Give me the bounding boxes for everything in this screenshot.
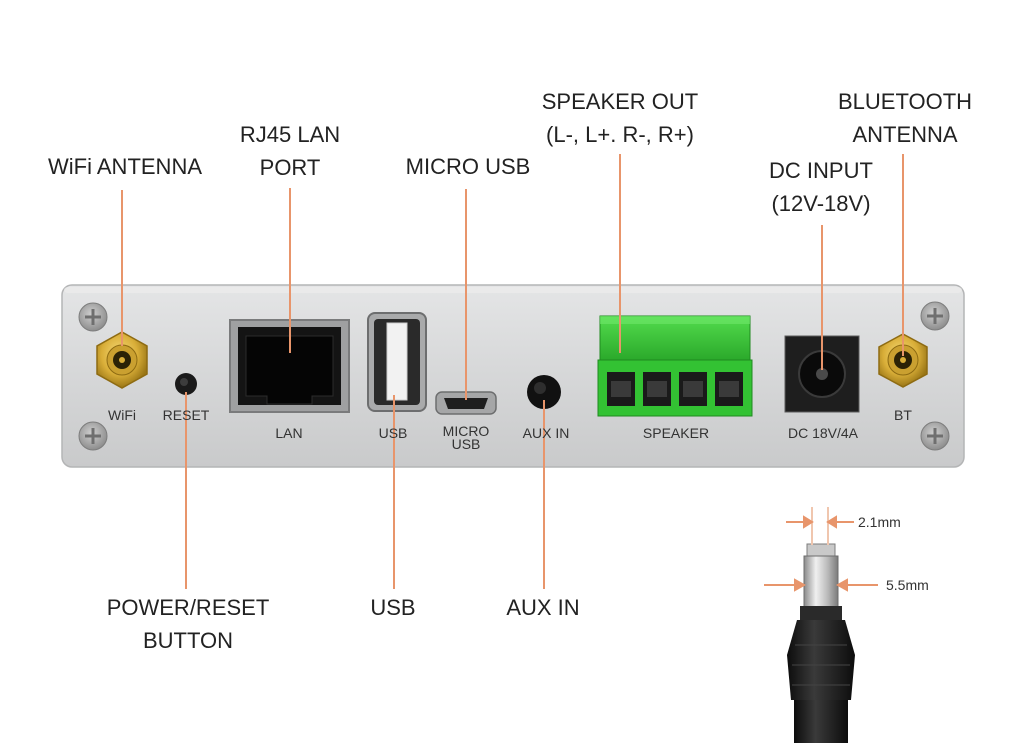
reset-button-icon [175, 373, 197, 395]
dimension-2-1mm [786, 507, 854, 545]
callout-dc-input-line2: (12V-18V) [771, 191, 871, 216]
callout-dc-input-line1: DC INPUT [769, 158, 873, 183]
panel-label-speaker: SPEAKER [642, 425, 710, 441]
callout-wifi-antenna-text: WiFi ANTENNA [48, 154, 202, 179]
callout-dc-input: DC INPUT (12V-18V) [752, 154, 890, 220]
screw-icon [78, 421, 108, 451]
callout-speaker-out-line1: SPEAKER OUT [541, 89, 699, 114]
panel-label-micro-usb: MICRO USB [436, 423, 496, 452]
callout-wifi-antenna: WiFi ANTENNA [40, 150, 210, 183]
panel-label-micro-usb-line2: USB [451, 436, 481, 452]
callout-bt-antenna: BLUETOOTH ANTENNA [826, 85, 984, 151]
terminal-block-icon [597, 315, 753, 417]
callout-bt-antenna-line1: BLUETOOTH [837, 89, 973, 114]
screw-icon [920, 301, 950, 331]
usb-a-port-icon [367, 312, 427, 412]
panel-label-micro-usb-line1: MICRO [442, 423, 490, 439]
screw-icon [78, 302, 108, 332]
panel-label-aux-in: AUX IN [522, 425, 570, 441]
panel-label-lan: LAN [275, 425, 303, 441]
callout-power-reset-line1: POWER/RESET [106, 595, 270, 620]
panel-label-dc: DC 18V/4A [787, 425, 859, 441]
audio-jack-icon [527, 375, 561, 409]
callout-usb-text: USB [370, 595, 416, 620]
dimension-label-inner: 2.1mm [858, 514, 901, 530]
leader-line-micro-usb [465, 189, 467, 400]
dimension-5-5mm [764, 578, 878, 592]
callout-speaker-out: SPEAKER OUT (L-, L+. R-, R+) [532, 85, 708, 151]
leader-line-rj45 [289, 188, 291, 353]
leader-line-bt [902, 154, 904, 356]
callout-rj45-line1: RJ45 LAN [239, 122, 341, 147]
panel-label-wifi: WiFi [108, 407, 136, 423]
callout-bt-antenna-line2: ANTENNA [852, 122, 958, 147]
screw-icon [920, 421, 950, 451]
micro-usb-port-icon [435, 391, 497, 415]
callout-rj45: RJ45 LAN PORT [222, 118, 358, 184]
leader-line-wifi [121, 190, 123, 346]
leader-line-speaker [619, 154, 621, 353]
panel-label-bt: BT [894, 407, 912, 423]
leader-line-dc [821, 225, 823, 370]
leader-line-aux [543, 400, 545, 589]
rj45-port-icon [229, 319, 350, 413]
sma-connector-icon [878, 333, 928, 388]
dc-jack-icon [784, 335, 860, 413]
callout-power-reset: POWER/RESET BUTTON [98, 591, 278, 657]
dc-plug-icon [787, 543, 855, 743]
callout-aux-in-text: AUX IN [506, 595, 580, 620]
leader-line-usb [393, 395, 395, 589]
callout-power-reset-line2: BUTTON [142, 628, 234, 653]
leader-line-reset [185, 392, 187, 589]
dimension-label-outer: 5.5mm [886, 577, 929, 593]
panel-label-reset: RESET [162, 407, 210, 423]
callout-usb: USB [353, 591, 433, 624]
panel-label-usb: USB [378, 425, 408, 441]
callout-speaker-out-line2: (L-, L+. R-, R+) [546, 122, 694, 147]
callout-rj45-line2: PORT [259, 155, 321, 180]
callout-aux-in: AUX IN [493, 591, 593, 624]
callout-micro-usb-text: MICRO USB [405, 154, 531, 179]
sma-connector-icon [96, 331, 148, 389]
callout-micro-usb: MICRO USB [395, 150, 541, 183]
